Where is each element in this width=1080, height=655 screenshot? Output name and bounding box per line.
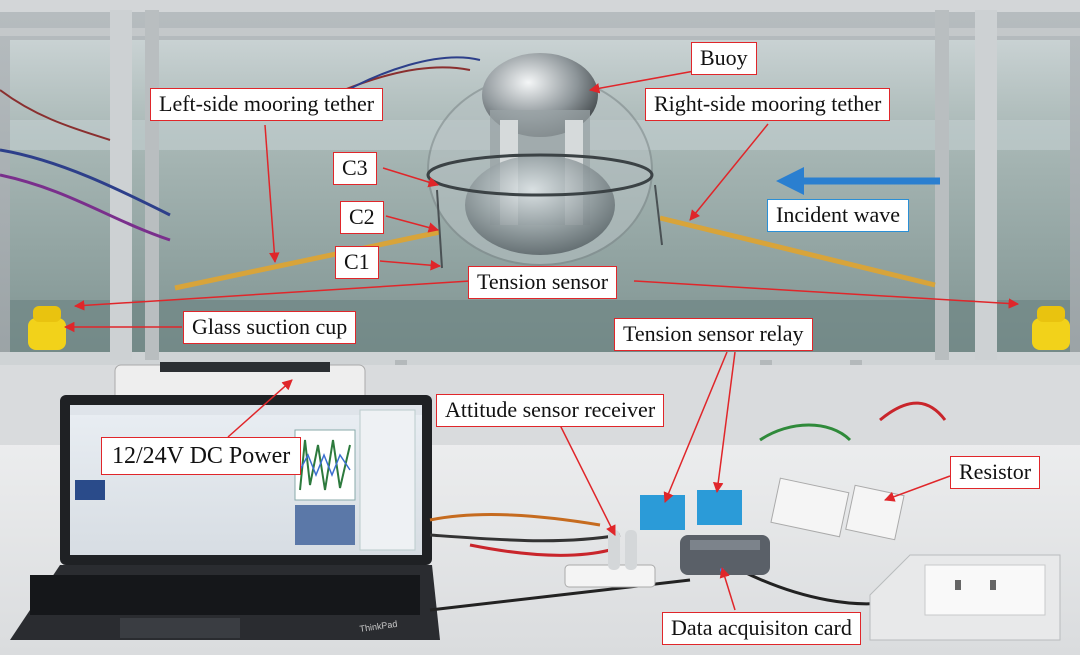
label-attitude-sensor-receiver: Attitude sensor receiver — [436, 394, 665, 427]
tension-sensor-relay — [640, 490, 742, 530]
label-resistor: Resistor — [950, 456, 1041, 489]
annotation-arrows — [63, 69, 1020, 611]
label-glass-suction-cup: Glass suction cup — [183, 311, 357, 344]
label-buoy: Buoy — [691, 42, 757, 75]
attitude-sensor-receiver — [564, 530, 656, 588]
buoy — [426, 53, 663, 269]
label-c2: C2 — [340, 201, 384, 234]
data-acquisition-card — [680, 535, 770, 575]
label-tension-sensor-relay: Tension sensor relay — [614, 318, 813, 351]
label-tension-sensor: Tension sensor — [468, 266, 618, 299]
glass-suction-cup-left — [28, 306, 66, 350]
label-incident-wave: Incident wave — [767, 199, 909, 232]
label-c3: C3 — [333, 152, 377, 185]
label-right-mooring-tether: Right-side mooring tether — [645, 88, 891, 121]
label-data-acquisition-card: Data acquisiton card — [662, 612, 861, 645]
label-c1: C1 — [335, 246, 379, 279]
glass-suction-cup-right — [1032, 306, 1070, 350]
label-dc-power: 12/24V DC Power — [101, 437, 302, 475]
label-left-mooring-tether: Left-side mooring tether — [150, 88, 384, 121]
power-socket — [869, 554, 1061, 641]
laptop — [10, 395, 440, 640]
